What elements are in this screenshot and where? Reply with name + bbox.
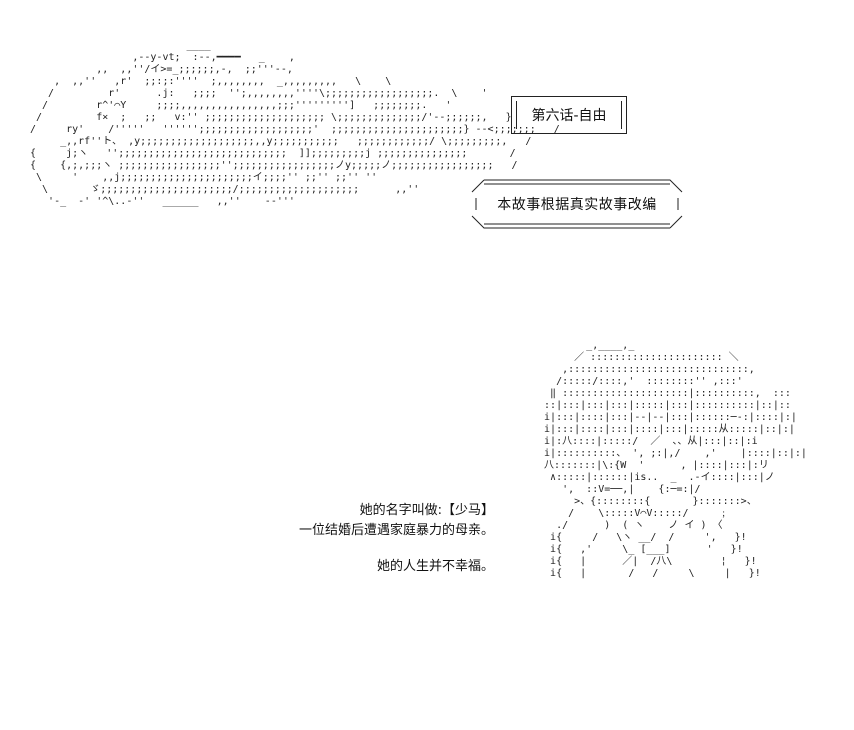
- mother-figure-ascii-art: _,____,_ ／ :::::::::::::::::::::: ＼ ,:::…: [544, 340, 807, 579]
- disclaimer-frame: [471, 179, 683, 229]
- disclaimer-text: 本故事根据真实故事改编: [497, 197, 657, 213]
- narration-description-line: 一位结婚后遭遇家庭暴力的母亲。: [298, 523, 494, 538]
- narration-unhappy-line: 她的人生并不幸福。: [376, 559, 494, 574]
- disclaimer-box: 本故事根据真实故事改编: [470, 178, 684, 230]
- chapter-title: 第六话-自由: [531, 108, 607, 124]
- narration-name-line: 她的名字叫做:【少马】: [359, 503, 494, 518]
- thought-bubble-ascii-art: ____ ,--y-vt; :--,━━━━ _ , ,, ,,''/イ>=_;…: [30, 40, 560, 207]
- chapter-title-box: 第六话-自由: [511, 96, 627, 134]
